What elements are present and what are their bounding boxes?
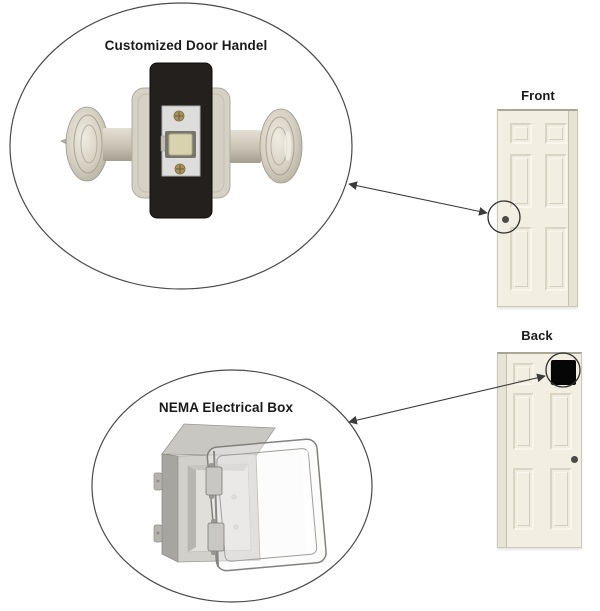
door-panel xyxy=(545,154,567,208)
door-panel xyxy=(550,468,572,530)
box-left-face xyxy=(161,453,179,563)
left-knob xyxy=(65,106,109,182)
latch-screw xyxy=(156,479,160,483)
door-panel xyxy=(513,393,534,450)
door-panel xyxy=(545,227,567,291)
door-knob-dot xyxy=(502,216,509,223)
door-handle-image xyxy=(60,62,303,219)
hinge xyxy=(207,519,225,555)
nema-box-image xyxy=(153,423,327,572)
connector-arrow-front xyxy=(348,181,488,216)
callout-label-nema-box: NEMA Electrical Box xyxy=(158,400,294,415)
back-door-image xyxy=(497,352,582,548)
callout-label-door-handle: Customized Door Handel xyxy=(104,38,268,53)
door-edge xyxy=(568,111,577,306)
door-handle-graphic xyxy=(60,62,303,219)
door-panel xyxy=(510,123,532,144)
front-door-image xyxy=(497,109,578,307)
door-panel xyxy=(550,393,572,450)
front-door-label: Front xyxy=(521,88,555,103)
door-panel xyxy=(513,363,534,385)
door-panel xyxy=(510,154,532,208)
right-knob xyxy=(259,108,303,184)
door-edge xyxy=(498,354,507,547)
back-door-label: Back xyxy=(521,328,553,343)
door-knob-dot xyxy=(571,456,578,463)
latch-assembly xyxy=(160,105,201,177)
latch-screw xyxy=(156,531,160,535)
electrical-box-cutout xyxy=(551,360,576,385)
hinge xyxy=(205,463,223,499)
nema-box-graphic xyxy=(153,423,327,572)
door-panel xyxy=(513,468,534,530)
cavity-shadow xyxy=(188,466,196,552)
door-panel xyxy=(510,227,532,291)
clear-cover xyxy=(206,438,327,572)
door-panel xyxy=(545,123,567,144)
